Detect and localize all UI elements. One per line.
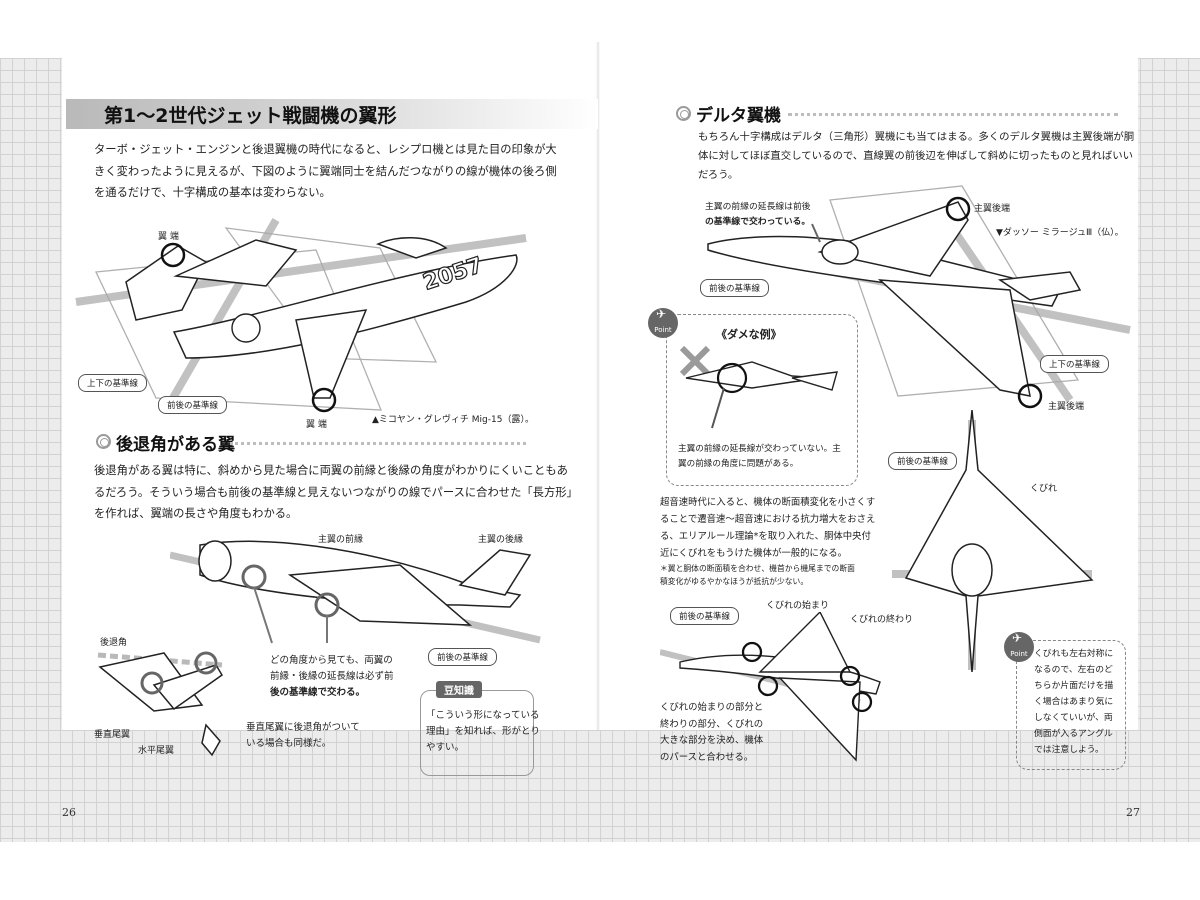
- page-number-right: 27: [1126, 806, 1140, 819]
- intro-line: を通るだけで、十字構成の基本は変わらない。: [94, 186, 331, 199]
- label-wingtip-bottom: 翼 端: [306, 420, 327, 430]
- label-trailing-end-top: 主翼後端: [974, 204, 1011, 214]
- point-line: しなくていいが、両: [1034, 713, 1113, 723]
- label-vertical-tail: 垂直尾翼: [94, 730, 131, 740]
- bad-example-text: 主翼の前縁の延長線が交わっていない。主 翼の前縁の角度に問題がある。: [678, 442, 841, 472]
- mirage-illustration: [707, 185, 1131, 409]
- label-horizontal-tail: 水平尾翼: [138, 746, 175, 756]
- body-line: ることで遷音速〜超音速における抗力増大をおさえ: [660, 514, 876, 525]
- tail-illustration: [97, 651, 224, 757]
- section-target-icon: [96, 434, 111, 449]
- point-line: ちらか片面だけを描: [1034, 681, 1114, 691]
- label-sweep-angle: 後退角: [100, 638, 128, 648]
- body-line: 超音速時代に入ると、機体の断面積変化を小さくす: [660, 497, 876, 508]
- delta-intro-text: もちろん十字構成はデルタ（三角形）翼機にも当てはまる。多くのデルタ翼機は主翼後端…: [698, 128, 1158, 185]
- footnote: ＊翼と胴体の断面積を合わせ、機首から機尾までの断面 積変化がゆるやかなほうが抵抗…: [660, 562, 855, 588]
- mig15-caption: ▲ミコヤン・グレヴィチ Mig-15（露）。: [372, 415, 534, 425]
- body-line: る、エリアルール理論*を取り入れた、胴体中央付: [660, 531, 871, 542]
- tip-line: 理由」を知れば、形がとり: [426, 726, 541, 737]
- section-heading: デルタ翼機: [696, 106, 781, 126]
- intro-line: ターボ・ジェット・エンジンと後退翼機の時代になると、レシプロ機とは見た目の印象が…: [94, 143, 557, 156]
- point-line: なるので、左右のど: [1034, 665, 1113, 675]
- body-line: を作れば、翼端の長さや角度もわかる。: [94, 507, 298, 520]
- mig15-illustration: 2057: [75, 217, 527, 413]
- body-line: るだろう。そういう場合も前後の基準線と見えないつながりの線でパースに合わせた「長…: [94, 485, 578, 499]
- note-line: 垂直尾翼に後退角がついて: [246, 722, 360, 733]
- tip-text: 「こういう形になっている 理由」を知れば、形がとり やすい。: [426, 708, 540, 756]
- swept-wing-text: 後退角がある翼は特に、斜めから見た場合に両翼の前縁と後縁の角度がわかりにくいこと…: [94, 460, 594, 525]
- area-rule-illustration: [660, 612, 881, 762]
- tip-badge: 豆知識: [436, 681, 482, 698]
- note-line: のパースと合わせる。: [660, 751, 754, 763]
- page-title: 第1〜2世代ジェット戦闘機の翼形: [104, 105, 397, 127]
- area-rule-text: 超音速時代に入ると、機体の断面積変化を小さくす ることで遷音速〜超音速における抗…: [660, 494, 875, 562]
- label-leading-edge: 主翼の前縁: [318, 535, 364, 545]
- footnote-line: ＊翼と胴体の断面積を合わせ、機首から機尾までの断面: [660, 564, 855, 573]
- note-line: 終わりの部分、くびれの: [660, 718, 764, 730]
- tip-line: やすい。: [426, 742, 465, 753]
- body-line: 後退角がある翼は特に、斜めから見た場合に両翼の前縁と後縁の角度がわかりにくいこと…: [94, 464, 568, 477]
- note-line: いる場合も同様だ。: [246, 738, 332, 749]
- note-line: 主翼の前縁の延長線は前後: [705, 202, 811, 212]
- swept-wing-illustration: [170, 540, 541, 644]
- point-line: くびれも左右対称に: [1034, 649, 1114, 659]
- area-rule-note: くびれの始まりの部分と 終わりの部分、くびれの 大きな部分を決め、機体 のパース…: [660, 700, 763, 766]
- label-fore-aft-reference-3: 前後の基準線: [700, 279, 770, 297]
- mirage-note: 主翼の前縁の延長線は前後 の基準線で交わっている。: [705, 200, 811, 230]
- page-number-left: 26: [62, 806, 76, 819]
- point-badge: Point: [648, 304, 678, 338]
- label-waist-start: くびれの始まり: [766, 601, 830, 611]
- label-fore-aft-reference-4: 前後の基準線: [888, 452, 958, 470]
- label-fore-aft-reference-5: 前後の基準線: [670, 607, 740, 625]
- note-line: どの角度から見ても、両翼の: [270, 655, 393, 666]
- point-box: [1016, 640, 1126, 770]
- heading-dotted-rule: [788, 113, 1118, 116]
- section-target-icon: [676, 106, 691, 121]
- page-gutter: [596, 42, 600, 730]
- label-trailing-end-bottom: 主翼後端: [1048, 402, 1085, 412]
- heading-dotted-rule: [230, 442, 526, 445]
- label-fore-aft-reference: 前後の基準線: [158, 396, 228, 414]
- point-text: くびれも左右対称に なるので、左右のど ちらか片面だけを描 く場合はあまり気に …: [1034, 646, 1113, 758]
- label-wingtip-top: 翼 端: [158, 232, 179, 242]
- label-vertical-reference-2: 上下の基準線: [1040, 355, 1110, 373]
- bad-example-box: [666, 314, 858, 486]
- point-badge: Point: [1004, 628, 1034, 662]
- note-line: くびれの始まりの部分と: [660, 702, 764, 713]
- label-trailing-edge: 主翼の後縁: [478, 535, 524, 545]
- note-line: 後の基準線で交わる。: [270, 687, 366, 698]
- label-waist-end: くびれの終わり: [850, 615, 914, 625]
- label-waist: くびれ: [1030, 484, 1058, 494]
- intro-line: だろう。: [698, 169, 739, 181]
- point-line: く場合はあまり気に: [1034, 697, 1114, 707]
- point-line: 側面が入るアングル: [1034, 729, 1113, 739]
- point-line: では注意しよう。: [1034, 745, 1104, 755]
- intro-line: きく変わったように見えるが、下図のように翼端同士を結んだつながりの線が機体の後ろ…: [94, 164, 557, 178]
- label-vertical-reference: 上下の基準線: [78, 374, 148, 392]
- section-heading: 後退角がある翼: [116, 435, 235, 455]
- footnote-line: 積変化がゆるやかなほうが抵抗が少ない。: [660, 577, 809, 586]
- bad-line: 翼の前縁の角度に問題がある。: [678, 459, 799, 469]
- label-fore-aft-reference-2: 前後の基準線: [428, 648, 498, 666]
- note-line: の基準線で交わっている。: [705, 217, 811, 227]
- heading-band: [66, 99, 598, 129]
- bad-example-illustration: [679, 345, 838, 429]
- tail-note: 垂直尾翼に後退角がついて いる場合も同様だ。: [246, 720, 360, 752]
- note-line: 前縁・後縁の延長線は必ず前: [270, 671, 394, 682]
- note-line: 大きな部分を決め、機体: [660, 735, 764, 746]
- body-line: 近にくびれをもうけた機体が一般的になる。: [660, 548, 848, 559]
- swept-wing-note: どの角度から見ても、両翼の 前縁・後縁の延長線は必ず前 後の基準線で交わる。: [270, 653, 394, 701]
- intro-line: 体に対してほぼ直交しているので、直線翼の前後辺を伸ばして斜めに切ったものと見れば…: [698, 150, 1134, 162]
- intro-line: もちろん十字構成はデルタ（三角形）翼機にも当てはまる。多くのデルタ翼機は主翼後端…: [698, 131, 1135, 143]
- bad-example-title: 《ダメな例》: [716, 328, 782, 341]
- tip-line: 「こういう形になっている: [426, 710, 540, 721]
- left-intro-text: ターボ・ジェット・エンジンと後退翼機の時代になると、レシプロ機とは見た目の印象が…: [94, 139, 594, 204]
- frontal-illustration: [892, 410, 1094, 673]
- mirage-caption: ▼ダッソー ミラージュⅢ（仏）。: [996, 228, 1124, 238]
- bad-line: 主翼の前縁の延長線が交わっていない。主: [678, 444, 841, 454]
